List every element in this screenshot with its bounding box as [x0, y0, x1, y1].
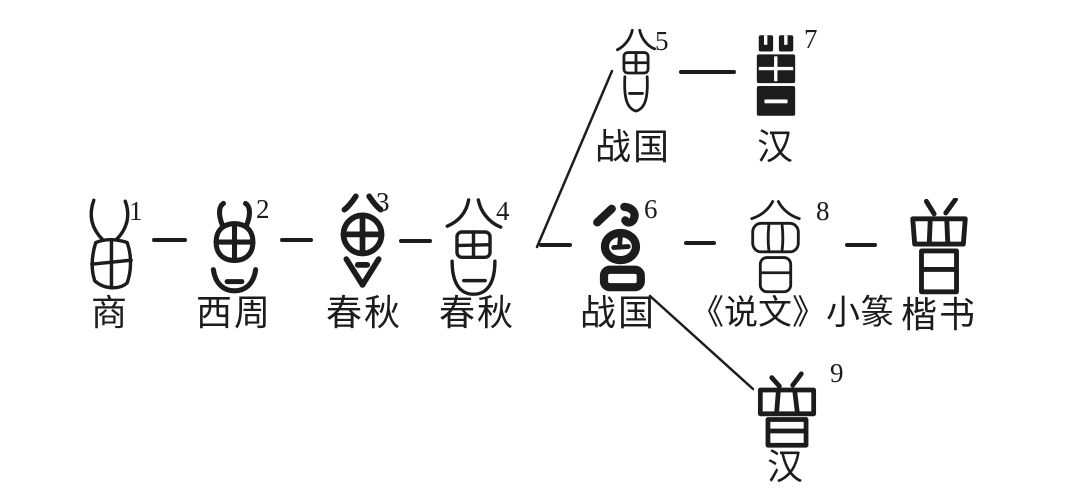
glyph-7-han-icon — [753, 33, 799, 118]
glyph-8-number: 8 — [816, 196, 830, 226]
glyph-6-period-label: 战国 — [579, 293, 656, 333]
glyph-9-number: 9 — [830, 358, 844, 388]
connector-dash-8-kaishu — [845, 243, 877, 247]
glyph-4-period-label: 春秋 — [438, 293, 515, 333]
glyph-1-period-label: 商 — [90, 293, 129, 333]
glyph-5-zhanguo-icon — [610, 26, 662, 120]
glyph-3-number: 3 — [376, 187, 390, 217]
glyph-4-chunqiu-icon — [439, 197, 508, 302]
glyph-3-period-label: 春秋 — [325, 293, 402, 333]
glyph-1-number: 1 — [129, 196, 143, 226]
connector-dash-2-3 — [280, 238, 313, 242]
glyph-7-number: 7 — [804, 24, 818, 54]
connector-dash-1-2 — [152, 238, 187, 242]
glyph-2-number: 2 — [256, 194, 270, 224]
glyph-kaishu-zeng-icon — [903, 198, 975, 298]
glyph-8-xiaozhuan-icon — [747, 197, 804, 301]
glyph-2-period-label: 西周 — [195, 293, 272, 333]
glyph-6-number: 6 — [644, 194, 658, 224]
glyph-9-period-label: 汉 — [766, 447, 805, 487]
glyph-2-xizhou-icon — [206, 198, 263, 299]
glyph-8-period-label: 《说文》小篆 — [690, 295, 894, 332]
glyph-9-han-icon — [755, 370, 819, 450]
connector-dash-3-4 — [399, 239, 432, 243]
connector-dash-4-6 — [539, 243, 572, 247]
glyph-5-number: 5 — [655, 26, 669, 56]
connector-dash-6-8 — [684, 241, 716, 245]
glyph-6-zhanguo-icon — [584, 202, 655, 293]
connector-dash-5-7 — [679, 70, 736, 74]
glyph-kaishu-period-label: 楷书 — [900, 295, 977, 335]
glyph-7-period-label: 汉 — [756, 127, 795, 167]
glyph-4-number: 4 — [496, 196, 510, 226]
glyph-5-period-label: 战国 — [594, 127, 671, 167]
glyph-1-shang-icon — [81, 197, 138, 292]
glyph-3-chunqiu-icon — [333, 190, 392, 294]
